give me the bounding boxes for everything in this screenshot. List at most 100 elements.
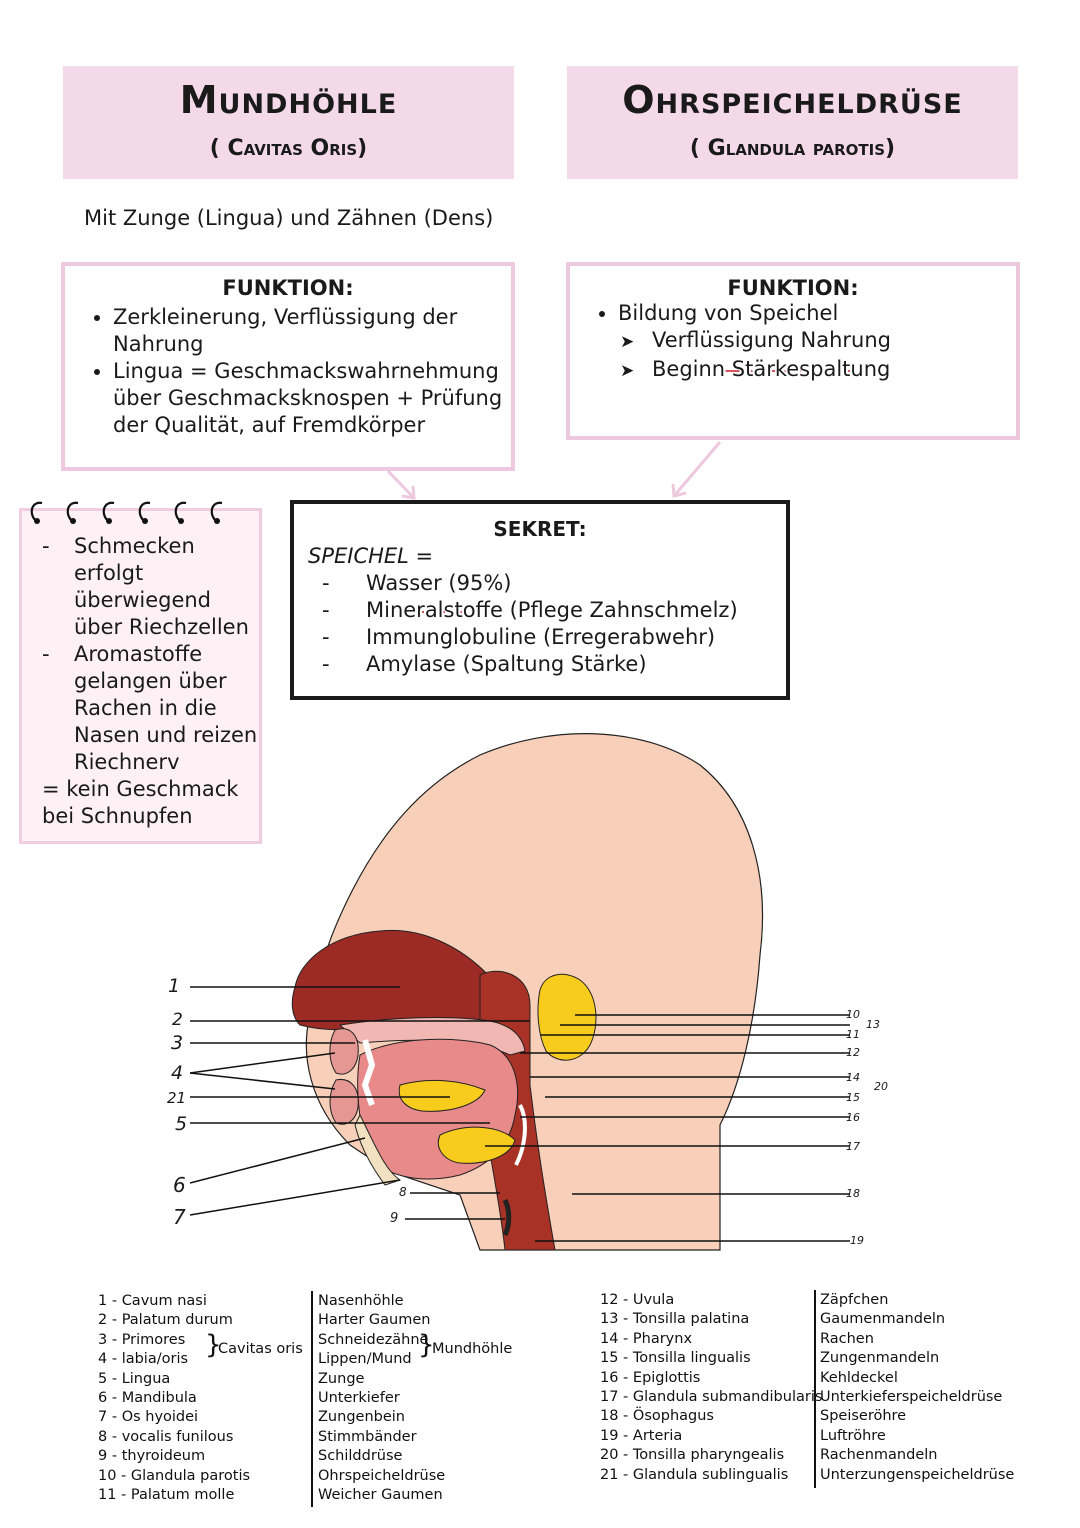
legend-row: 21 - Glandula sublingualis [600,1466,789,1483]
parotis-subtitle: ( Glandula parotis) [689,136,896,161]
legend-german: Stimmbänder [318,1428,417,1445]
legend-german: Speiseröhre [820,1408,907,1425]
legend-german: Zungenmandeln [820,1350,940,1367]
legend-german: Nasenhöhle [318,1293,404,1309]
right-function-heading: FUNKTION: [727,276,859,300]
side-note: Schmecken erfolgt überwiegend über Riech… [19,508,262,844]
legend-german: Zungenbein [318,1409,405,1426]
epiglottis [514,1104,527,1166]
legend-row: 17 - Glandula submandibularis [600,1389,823,1406]
legend-row: 1 - Cavum nasi [98,1293,207,1309]
diagram-label-17: 17 [846,1140,860,1153]
diagram-label-11: 11 [846,1028,860,1041]
left-function-heading: FUNKTION: [222,276,354,300]
legend-brace-german-label: Mundhöhle [432,1341,513,1357]
left-function-item: Zerkleinerung, Verflüssigung der Nahrung [113,304,511,358]
legend-german: Zäpfchen [820,1292,889,1308]
legend-divider [311,1291,313,1507]
diagram-label-9: 9 [390,1211,399,1226]
spiral-binding-icon [30,501,223,524]
sekret-heading: SEKRET: [493,517,587,541]
legend-german: Kehldeckel [820,1369,898,1386]
legend-row: 12 - Uvula [600,1292,675,1308]
diagram-label-16: 16 [846,1111,860,1124]
legend-row: 8 - vocalis funilous [98,1428,234,1445]
legend-german: Unterzungenspeicheldrüse [820,1466,1015,1483]
legend-row: 16 - Epiglottis [600,1369,701,1386]
mundhoehle-subtitle: ( Cavitas Oris) [209,136,368,161]
legend-row: 5 - Lingua [98,1370,171,1387]
diagram-label-1: 1 [168,975,181,997]
teeth [361,1039,376,1106]
legend-german: Schilddrüse [318,1448,403,1465]
legend-row: 18 - Ösophagus [600,1408,714,1425]
legend-left-latin: 1 - Cavum nasi 2 - Palatum durum 3 - Pri… [98,1292,250,1505]
submandibular-gland [437,1126,516,1164]
upper-lip [329,1028,359,1075]
legend-german: Rachen [820,1330,874,1347]
legend-german: Luftröhre [820,1427,886,1444]
parotis-title: Ohrspeicheldrüse [622,78,963,122]
legend-divider-right [814,1290,816,1488]
side-note-item: Aromastoffe gelangen über Rachen in die … [42,641,259,776]
legend-german: Gaumenmandeln [820,1311,946,1328]
legend-row: 15 - Tonsilla lingualis [600,1350,751,1367]
parotis-gland [537,973,597,1061]
intro-text: Mit Zunge (Lingua) und Zähnen (Dens) [84,206,494,230]
legend-german: Lippen/Mund [318,1351,412,1368]
left-function-box: FUNKTION: Zerkleinerung, Verflüssigung d… [61,262,515,471]
legend-german: Unterkieferspeicheldrüse [820,1389,1003,1406]
diagram-label-10: 10 [846,1008,860,1021]
diagram-label-7: 7 [173,1205,186,1229]
legend-german: Harter Gaumen [318,1312,431,1329]
diagram-label-4: 4 [171,1062,184,1084]
legend-row: 4 - labia/oris [98,1351,189,1368]
mundhoehle-header: Mundhöhle ( Cavitas Oris) [63,66,514,179]
head-anatomy-illustration [291,733,764,1251]
legend-german: Ohrspeicheldrüse [318,1467,446,1484]
diagram-label-15: 15 [846,1091,860,1104]
diagram-label-21: 21 [167,1089,187,1107]
legend-german: Zunge [318,1370,365,1387]
diagram-label-19: 19 [850,1234,864,1247]
legend-row: 3 - Primores [98,1331,186,1348]
diagram-label-6: 6 [173,1173,186,1197]
sekret-lead: SPEICHEL = [308,544,434,568]
legend-german: Schneidezähne [318,1331,429,1348]
legend-row: 20 - Tonsilla pharyngealis [600,1447,785,1464]
diagram-leader-lines [189,986,850,1242]
legend-german: Weicher Gaumen [318,1487,443,1504]
legend-german: Rachenmandeln [820,1447,938,1464]
parotis-header: Ohrspeicheldrüse ( Glandula parotis) [567,66,1018,179]
sublingual-gland [398,1079,486,1112]
diagram-label-12: 12 [846,1046,860,1059]
legend-right-latin: 12 - Uvula 13 - Tonsilla palatina 14 - P… [600,1291,822,1485]
left-function-item: Lingua = Geschmackswahrnehmung über Gesc… [113,358,511,439]
diagram-label-2: 2 [172,1010,183,1030]
connector-arrows [386,441,722,500]
diagram-label-18: 18 [846,1187,860,1200]
legend-row: 7 - Os hyoidei [98,1409,199,1426]
thyroid [502,1198,512,1237]
mundhoehle-title: Mundhöhle [179,78,398,122]
legend-right-german: Zäpfchen Gaumenmandeln Rachen Zungenmand… [820,1291,1014,1485]
legend-row: 6 - Mandibula [98,1390,197,1407]
legend-brace-german: } [418,1330,435,1360]
sekret-item: Immunglobuline (Erregerabwehr) [322,624,786,651]
right-function-subitem: Beginn Stärkespaltung [652,356,1016,385]
legend-brace-latin: } [205,1330,222,1360]
right-function-subitem: Verflüssigung Nahrung [652,327,1016,356]
diagram-label-3: 3 [171,1032,184,1054]
diagram-label-8: 8 [399,1185,407,1199]
sekret-item: Mineralstoffe (Pflege Zahnschmelz) [322,597,786,624]
legend-left-german: Nasenhöhle Harter Gaumen Schneidezähne L… [318,1292,445,1505]
legend-row: 13 - Tonsilla palatina [600,1311,750,1328]
mandible [354,1113,402,1186]
legend-row: 9 - thyroideum [98,1448,206,1465]
sekret-box: SEKRET: SPEICHEL = Wasser (95%) Minerals… [290,500,790,700]
legend-german: Unterkiefer [318,1390,400,1407]
lower-lip [329,1078,359,1125]
legend-row: 10 - Glandula parotis [98,1467,251,1484]
side-note-item: Schmecken erfolgt überwiegend über Riech… [42,533,259,641]
right-function-box: FUNKTION: Bildung von Speichel Verflüssi… [566,262,1020,440]
